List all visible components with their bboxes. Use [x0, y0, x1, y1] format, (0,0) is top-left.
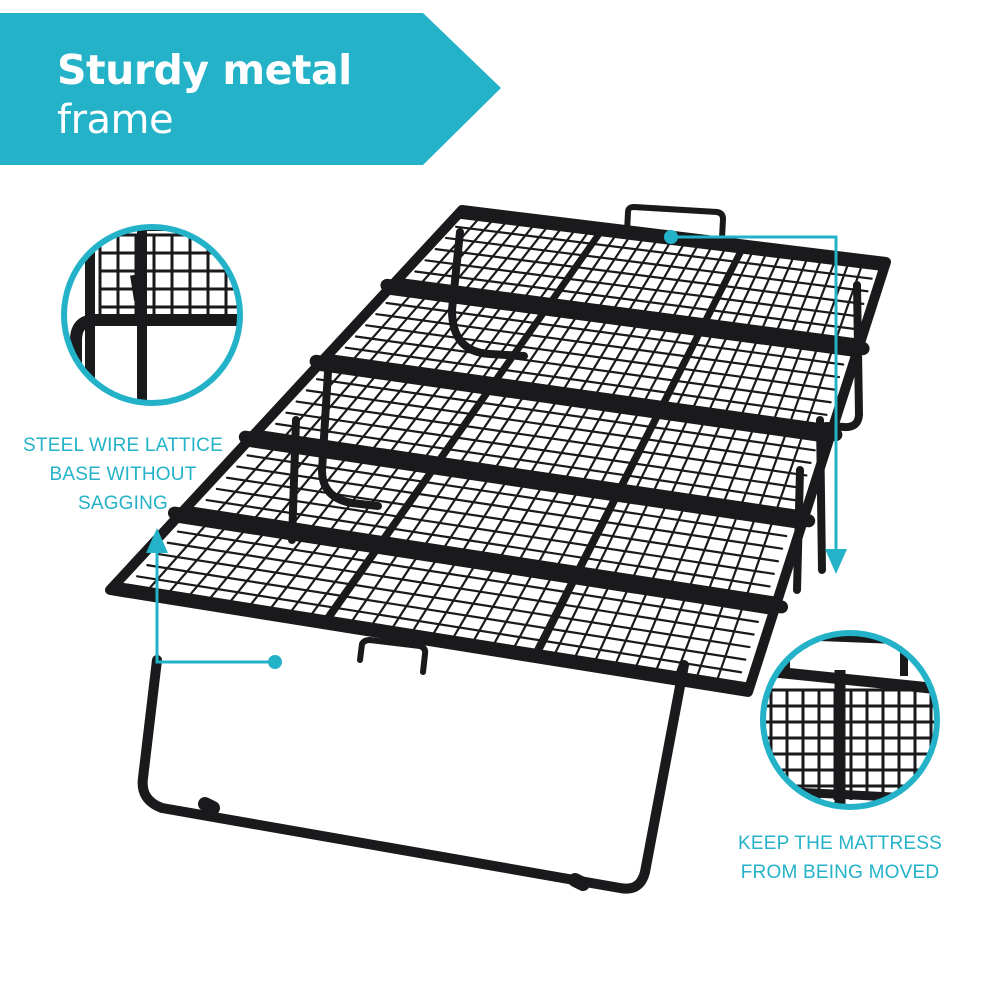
callout-lines	[146, 235, 847, 664]
mattress-retainer-handles	[357, 204, 726, 675]
column-rail	[323, 546, 379, 623]
column-rail	[547, 229, 603, 305]
headline-title: Sturdy metal	[57, 46, 352, 94]
column-rail	[702, 246, 746, 326]
wire-mesh	[344, 292, 845, 427]
wire-mesh	[136, 522, 759, 683]
cross-bar	[380, 278, 870, 356]
handle-callout-line	[671, 235, 838, 553]
lattice-caption: STEEL WIRE LATTICE BASE WITHOUT SAGGING	[18, 431, 228, 518]
zoom-inset-right	[760, 630, 940, 810]
banner-arrow-shape	[0, 13, 501, 165]
column-rail	[379, 467, 435, 543]
lattice-caption-line-2: BASE WITHOUT	[49, 464, 197, 485]
lattice-caption-line-3: SAGGING	[77, 493, 169, 514]
outer-rim	[105, 205, 891, 697]
zoom-inset-left	[61, 224, 243, 406]
front-leg-loop	[137, 655, 689, 894]
column-rail	[534, 577, 578, 657]
handle-caption: KEEP THE MATTRESS FROM BEING MOVED	[727, 829, 953, 887]
lattice-callout-arrowhead	[146, 528, 168, 553]
cross-bar	[238, 430, 816, 528]
deck-panels	[105, 205, 891, 697]
headline-subtitle: frame	[57, 97, 174, 143]
lattice-caption-line-1: STEEL WIRE LATTICE	[23, 435, 223, 456]
column-rail	[618, 411, 662, 491]
column-rail	[491, 308, 547, 385]
wire-mesh	[205, 445, 788, 598]
column-rail	[660, 329, 704, 409]
cross-bar	[167, 506, 789, 614]
wire-mesh	[275, 369, 816, 512]
lattice-callout-line	[155, 550, 275, 664]
column-rail	[435, 387, 491, 464]
cross-bar	[309, 354, 843, 442]
handle-callout-dot	[664, 230, 678, 244]
bed-frame	[105, 204, 891, 894]
handle-callout-arrowhead	[825, 549, 847, 574]
handle-caption-line-1: KEEP THE MATTRESS	[737, 833, 942, 854]
lattice-callout-dot	[268, 655, 282, 669]
wire-mesh	[414, 216, 873, 341]
handle-caption-line-2: FROM BEING MOVED	[740, 862, 940, 883]
column-rail	[576, 494, 620, 574]
